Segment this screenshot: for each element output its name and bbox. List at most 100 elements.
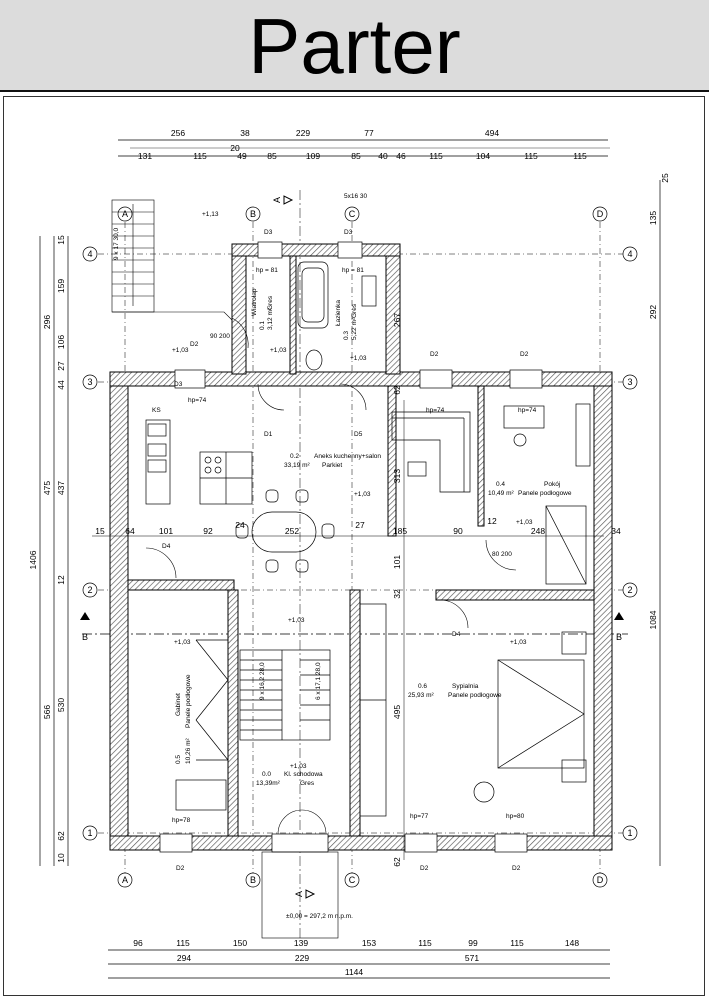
top-dimension-labels: 256 38 229 77 494 20 131 115 49 85 109 8… — [138, 128, 670, 183]
room-0-2-area: 33,19 m² — [284, 462, 310, 469]
dim-top2-109: 109 — [306, 151, 320, 161]
label-level-4: +1,03 — [354, 491, 371, 498]
label-d3-a: D3 — [264, 229, 273, 236]
label-zero-level: ±0,00 = 297,2 m n.p.m. — [286, 913, 353, 920]
section-b-right: B — [616, 632, 622, 642]
room-0-2-floor: Parkiet — [322, 462, 342, 469]
axis-markers — [82, 206, 638, 888]
dim-int-248: 248 — [531, 526, 545, 536]
doors — [145, 317, 517, 835]
dim-v-101: 101 — [392, 555, 402, 569]
axis-col-b-top: B — [250, 209, 256, 219]
dim-top2-115c: 115 — [524, 151, 538, 161]
axis-col-c-top: C — [349, 209, 356, 219]
dim-left-296: 296 — [42, 315, 52, 329]
dim-top2-115: 115 — [193, 151, 207, 161]
dim-int-27: 27 — [355, 520, 365, 530]
dim-top-20: 20 — [230, 143, 240, 153]
label-level-8: +1,03 — [510, 639, 527, 646]
label-level-3: +1,03 — [350, 355, 367, 362]
dim-int-24: 24 — [235, 520, 245, 530]
dim-top2-115d: 115 — [573, 151, 587, 161]
dim-int-185: 185 — [393, 526, 407, 536]
room-0-5-id: 0.5 — [175, 755, 182, 764]
label-hp81-right: hp = 81 — [342, 267, 364, 274]
dim-left-530: 530 — [56, 698, 66, 712]
dim-top2-131: 131 — [138, 151, 152, 161]
dim-top-77: 77 — [364, 128, 374, 138]
dim-v-495: 495 — [392, 705, 402, 719]
dim-bot2-571: 571 — [465, 953, 479, 963]
axis-col-d-top: D — [597, 209, 604, 219]
axis-col-d-bot: D — [597, 875, 604, 885]
dim-v-62: 62 — [392, 385, 402, 395]
dim-top2-49: 49 — [237, 151, 247, 161]
dim-v-313: 313 — [392, 469, 402, 483]
room-0-6-floor: Panele podłogowe — [448, 692, 502, 699]
label-hp80: hp=80 — [506, 813, 525, 820]
axis-col-a-bot: A — [122, 875, 128, 885]
dim-bot-148: 148 — [565, 938, 579, 948]
axis-col-a-top: A — [122, 209, 128, 219]
dim-bot-139: 139 — [294, 938, 308, 948]
label-d3-c: D3 — [174, 381, 183, 388]
room-0-3-id-label: 0.3 — [343, 331, 350, 340]
room-0-4-floor: Panele podłogowe — [518, 490, 572, 497]
room-0-2-id: 0.2 — [290, 453, 299, 460]
label-hp74-left: hp=74 — [188, 397, 207, 404]
axis-labels: A B C D A B C D 4 3 2 1 4 3 2 1 — [87, 209, 632, 885]
axis-row-4-right: 4 — [627, 249, 632, 259]
label-hp74-right: hp=74 — [518, 407, 537, 414]
dim-bot-115: 115 — [176, 938, 190, 948]
label-hp77: hp=77 — [410, 813, 429, 820]
dim-bot2-229: 229 — [295, 953, 309, 963]
axis-col-b-bot: B — [250, 875, 256, 885]
misc-labels: KS hp=74 hp=74 hp=74 hp = 81 hp = 81 hp=… — [113, 193, 537, 920]
room-0-5-area: 10,26 m² — [185, 738, 192, 764]
dim-top2-104: 104 — [476, 151, 490, 161]
room-0-0-id: 0.0 — [262, 771, 271, 778]
dim-top2-115b: 115 — [429, 151, 443, 161]
label-stairs-b: 6 x 17,1 28,0 — [315, 662, 322, 700]
dim-left-159: 159 — [56, 279, 66, 293]
bottom-dimension-labels: 96 115 150 139 153 115 99 115 148 294 22… — [133, 938, 579, 977]
dim-int-34: 34 — [611, 526, 621, 536]
dim-left-15: 15 — [56, 235, 66, 245]
label-door90: 90 200 — [210, 333, 230, 340]
room-0-2-name: Aneks kuchenny+salon — [314, 453, 381, 460]
dim-top-right-25: 25 — [660, 173, 670, 183]
label-stairs-top: 9 x 17 30,0 — [113, 227, 120, 260]
room-0-3-area: 5,22 m² — [351, 317, 358, 340]
label-stairs-a: 9 x 16,2 28,0 — [259, 662, 266, 700]
room-0-5-name: Gabinet — [175, 693, 182, 716]
dim-top-494: 494 — [485, 128, 499, 138]
section-a-bottom: A — [294, 891, 304, 897]
dim-bot-115b: 115 — [418, 938, 432, 948]
label-d2-a: D2 — [190, 341, 199, 348]
room-0-0-floor: Gres — [300, 780, 315, 787]
room-0-6-name: Sypialnia — [452, 683, 479, 690]
dim-bot-total: 1144 — [345, 967, 364, 977]
dim-v-62b: 62 — [392, 857, 402, 867]
dim-top-38: 38 — [240, 128, 250, 138]
room-0-4-name: Pokój — [544, 481, 560, 488]
label-level-5: +1,03 — [516, 519, 533, 526]
dim-top-229: 229 — [296, 128, 310, 138]
dim-int-64: 64 — [125, 526, 135, 536]
dim-top2-46: 46 — [396, 151, 406, 161]
entrance — [261, 851, 339, 939]
furniture — [145, 261, 591, 817]
label-d3-b: D3 — [344, 229, 353, 236]
axis-row-2-left: 2 — [87, 585, 92, 595]
dim-bot-99: 99 — [468, 938, 478, 948]
room-0-4-area: 10,49 m² — [488, 490, 514, 497]
dim-left-12: 12 — [56, 575, 66, 585]
dim-top2-85: 85 — [267, 151, 277, 161]
label-d2-b: D2 — [430, 351, 439, 358]
room-0-1-area: 3,12 m² — [267, 307, 274, 330]
axis-row-3-left: 3 — [87, 377, 92, 387]
label-d2-f: D2 — [512, 865, 521, 872]
label-hp78: hp=78 — [172, 817, 191, 824]
bottom-dimensions — [108, 949, 610, 979]
dim-left-475: 475 — [42, 481, 52, 495]
